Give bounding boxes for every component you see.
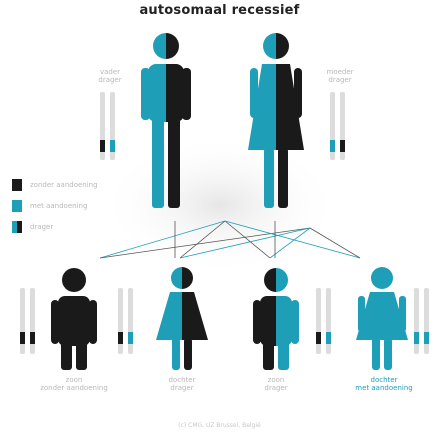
black-square-icon xyxy=(12,178,22,191)
child-label-line1: dochter xyxy=(370,376,398,384)
mother-label: moeder drager xyxy=(310,68,370,84)
child-label-line1: dochter xyxy=(168,376,196,384)
father-label-line2: drager xyxy=(98,76,122,84)
connection-lines xyxy=(99,220,361,259)
legend-label: drager xyxy=(30,222,54,231)
child1-chromosomes xyxy=(20,288,35,354)
child-son-carrier xyxy=(253,268,299,370)
child-label-line2: zonder aandoening xyxy=(40,384,108,392)
child3-chromosomes xyxy=(316,288,331,354)
legend-label: met aandoening xyxy=(30,201,88,210)
father-label-line1: vader xyxy=(99,68,121,76)
mother-figure xyxy=(248,33,304,208)
child-label-1: zoon zonder aandoening xyxy=(24,376,124,392)
diagram-title: autosomaal recessief xyxy=(139,3,300,18)
father-figure xyxy=(141,33,191,208)
child-label-line2: drager xyxy=(170,384,194,392)
child-label-3: zoon drager xyxy=(226,376,326,392)
child4-chromosomes xyxy=(414,288,429,354)
legend-item-carrier: drager xyxy=(12,218,98,235)
child-label-line1: zoon xyxy=(65,376,83,384)
child-label-2: dochter drager xyxy=(132,376,232,392)
copyright: (c) CMG, UZ Brussel, België xyxy=(178,422,261,429)
blue-square-icon xyxy=(12,199,22,212)
legend-item-affected: met aandoening xyxy=(12,197,98,214)
mother-label-line1: moeder xyxy=(326,68,354,76)
child-label-line1: zoon xyxy=(267,376,285,384)
child-label-line2: met aandoening xyxy=(355,384,413,392)
child-daughter-affected xyxy=(356,267,408,370)
child-daughter-carrier xyxy=(156,267,208,370)
background-glow xyxy=(100,135,340,275)
legend: zonder aandoening met aandoening drager xyxy=(12,176,98,239)
mother-label-line2: drager xyxy=(328,76,352,84)
legend-label: zonder aandoening xyxy=(30,180,98,189)
child-label-line2: drager xyxy=(264,384,288,392)
father-chromosomes xyxy=(100,92,115,160)
legend-item-unaffected: zonder aandoening xyxy=(12,176,98,193)
half-square-icon xyxy=(12,220,22,233)
child-label-4: dochter met aandoening xyxy=(334,376,434,392)
father-label: vader drager xyxy=(80,68,140,84)
child-son-unaffected xyxy=(51,268,97,370)
child2-chromosomes xyxy=(118,288,133,354)
mother-chromosomes xyxy=(330,92,345,160)
